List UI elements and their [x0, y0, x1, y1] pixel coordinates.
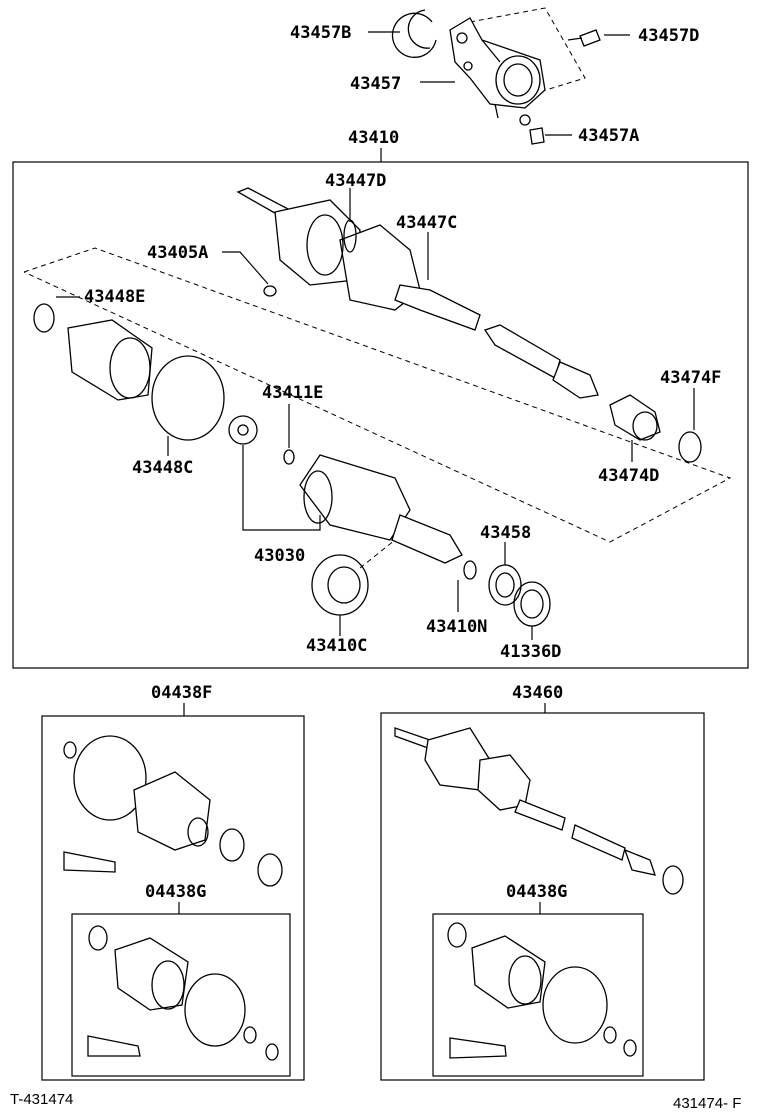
- label-43448e: 43448E: [84, 287, 145, 307]
- bearing-43410c: [311, 554, 369, 616]
- snap-ring-43405a: [263, 285, 277, 297]
- label-43410: 43410: [348, 128, 399, 148]
- kit-04438f-parts: [63, 735, 283, 887]
- clamp-43474f: [678, 431, 702, 463]
- label-43410n: 43410N: [426, 617, 487, 637]
- snap-ring-43411e: [283, 449, 295, 465]
- drive-shaft-assembly-box: [12, 161, 749, 669]
- label-43448c: 43448C: [132, 458, 193, 478]
- label-04438g-left: 04438G: [145, 882, 206, 902]
- boot-band-43448c: [151, 355, 225, 441]
- label-43457d: 43457D: [638, 26, 699, 46]
- drive-shaft-main: [236, 187, 599, 399]
- damper-43474d: [609, 394, 661, 441]
- label-43411e: 43411E: [262, 383, 323, 403]
- footer-right-code: 431474- F: [673, 1095, 741, 1112]
- boot-kit-04438g-right-box: [432, 913, 644, 1077]
- label-43474f: 43474F: [660, 368, 721, 388]
- footer-left-code: T-431474: [10, 1091, 73, 1108]
- label-43410c: 43410C: [306, 636, 367, 656]
- bolt-43457a: [529, 127, 545, 145]
- label-04438f: 04438F: [151, 683, 212, 703]
- outboard-joint-housing: [299, 454, 463, 564]
- label-43457: 43457: [350, 74, 401, 94]
- boot-kit-04438g-left-box: [71, 913, 291, 1077]
- kit-04438g-right-parts: [447, 922, 637, 1059]
- label-04438g-right: 04438G: [506, 882, 567, 902]
- snap-ring-43410n: [463, 560, 477, 580]
- label-41336d: 41336D: [500, 642, 561, 662]
- label-43457a: 43457A: [578, 126, 639, 146]
- label-43474d: 43474D: [598, 466, 659, 486]
- kit-04438g-left-parts: [87, 925, 279, 1061]
- oil-seal-43458: [488, 564, 522, 606]
- snap-ring-part: [391, 9, 437, 58]
- label-43030: 43030: [254, 546, 305, 566]
- seal-41336d: [513, 581, 551, 627]
- cv-boot-part: [67, 319, 153, 401]
- label-43457b: 43457B: [290, 23, 351, 43]
- boot-clamp-43448e: [33, 303, 55, 333]
- label-43458: 43458: [480, 523, 531, 543]
- drive-shaft-kit-43460-box: [380, 712, 705, 1081]
- label-43447c: 43447C: [396, 213, 457, 233]
- label-43405a: 43405A: [147, 243, 208, 263]
- kit-43460-shaft: [394, 727, 684, 895]
- boot-kit-04438f-box: [41, 715, 305, 1081]
- label-43460: 43460: [512, 683, 563, 703]
- bearing-bracket-part: [449, 7, 586, 126]
- bolt-43457d: [567, 29, 601, 47]
- tripod-joint-part: [228, 415, 258, 445]
- label-43447d: 43447D: [325, 171, 386, 191]
